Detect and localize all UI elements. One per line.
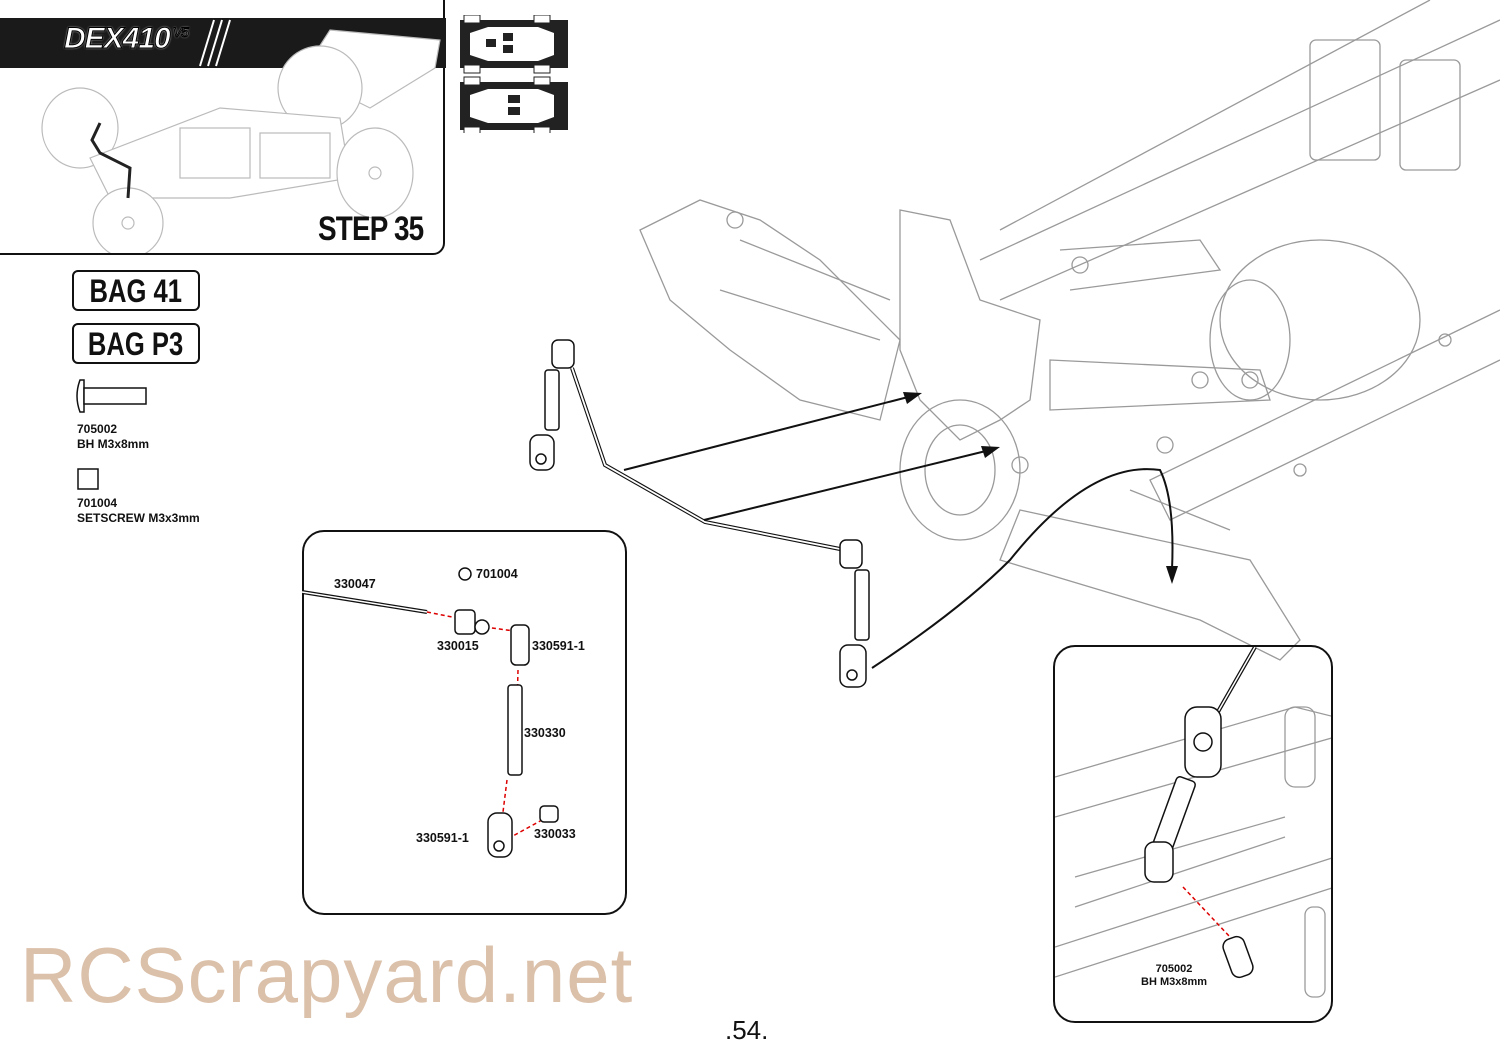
label-330591-1-top: 330591-1 [532,639,585,653]
label-330015: 330015 [437,639,479,653]
install-inset-box [1053,645,1333,1023]
chassis-highlight-view-icon [460,76,568,133]
step-header-box [0,0,445,255]
logo-stripes-icon [199,19,231,67]
label-330033: 330033 [534,827,576,841]
label-330591-1-bottom: 330591-1 [416,831,469,845]
label-330330: 330330 [524,726,566,740]
buggy-overview-illustration [41,29,441,253]
step-number: STEP 35 [318,210,424,248]
bag-41-badge: BAG 41 [72,270,200,311]
exploded-parts-drawing [302,567,559,858]
watermark: RCScrapyard.net [20,931,634,1019]
exploded-detail-box [302,530,627,915]
chassis-top-view-icon [460,15,568,74]
logo-version: V5 [172,24,189,41]
label-330047: 330047 [334,577,376,591]
page-number: .54. [725,1015,769,1045]
button-head-screw-icon [76,379,147,413]
setscrew-icon [77,468,99,490]
chassis-orientation-icons [460,15,568,133]
logo-text: DEX410 [64,22,172,56]
label-701004: 701004 [476,567,518,581]
inset-drawing [1055,647,1331,998]
anti-roll-bar-assembly [529,339,870,688]
bag-p3-badge: BAG P3 [72,323,200,364]
